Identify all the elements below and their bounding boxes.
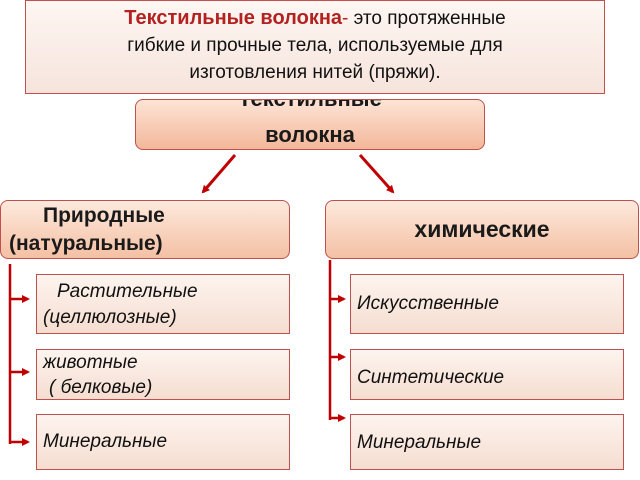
natural-type-mineral-label: Минеральные [43,431,168,452]
definition-line-1: Текстильные волокна- это протяженные [26,5,604,32]
chemical-type-synthetic: Синтетические [350,349,624,400]
root-label-line-2: волокна [265,122,355,147]
category-chemical-label: химические [414,216,550,242]
natural-type-animal-line-1: животные [43,352,138,373]
definition-term: Текстильные волокна [124,7,343,29]
category-natural-line-2: (натуральные) [9,232,163,255]
chemical-type-artificial: Искусственные [350,274,624,334]
chemical-type-mineral-label: Минеральные [357,432,482,453]
chemical-type-synthetic-label: Синтетические [357,367,505,388]
category-chemical: химические [325,200,639,259]
natural-type-plant: Растительные (целлюлозные) [36,274,290,334]
definition-text-1: это протяженные [348,8,506,29]
definition-text-2: гибкие и прочные тела, используемые для [127,35,503,56]
category-natural: Природные (натуральные) [0,200,290,259]
root-label-line-1: Текстильные [136,100,484,114]
arrow-to-chemical [358,154,395,194]
chemical-type-artificial-label: Искусственные [357,293,499,314]
natural-type-animal-line-2: ( белковые) [49,377,153,398]
natural-type-plant-line-2: (целлюлозные) [43,307,177,328]
natural-type-animal: животные ( белковые) [36,349,290,400]
natural-type-mineral: Минеральные [36,414,290,470]
definition-dash: - [342,8,349,29]
root-node: Текстильные волокна [135,99,485,150]
category-natural-line-1: Природные [43,204,165,227]
arrow-to-natural [201,154,237,194]
chemical-type-mineral: Минеральные [350,414,624,470]
natural-type-plant-line-1: Растительные [57,281,198,302]
definition-box: Текстильные волокна- это протяженные гиб… [25,0,605,94]
definition-text-3: изготовления нитей (пряжи). [189,62,441,83]
